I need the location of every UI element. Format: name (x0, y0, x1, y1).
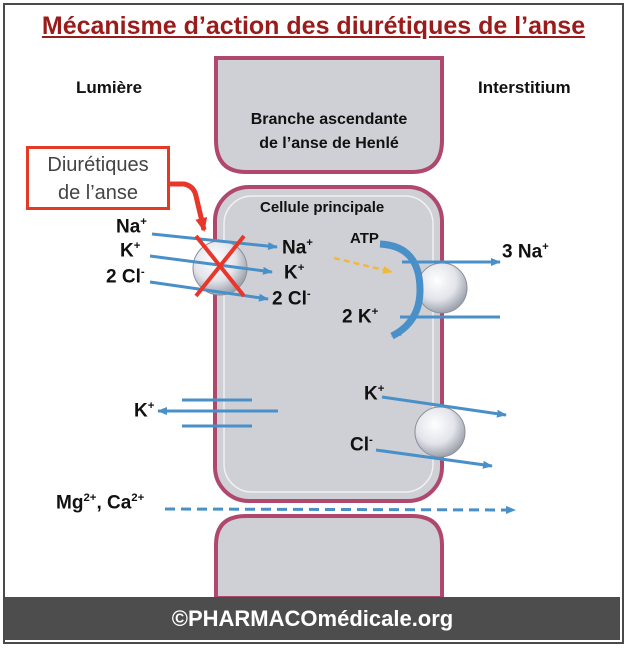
lower-cell (214, 514, 444, 600)
ion-k-basolateral: K+ (364, 383, 385, 405)
ion-cl-basolateral: Cl- (350, 434, 373, 456)
block-cross-line-2 (194, 234, 246, 298)
ion-na-lumen: Na+ (116, 216, 147, 238)
branch-label-line2: de l’anse de Henlé (259, 135, 399, 152)
ion-na-interstitium: 3 Na+ (502, 241, 549, 263)
na-k-atpase-pump (416, 262, 468, 314)
brand-domain: .org (411, 606, 454, 631)
ion-cl-cell: 2 Cl- (272, 288, 311, 310)
ion-k-lumen: K+ (120, 240, 141, 262)
ion-k-cell: K+ (284, 262, 305, 284)
diagram-title: Mécanisme d’action des diurétiques de l’… (41, 12, 586, 40)
brand-name: PHARMACO (187, 606, 318, 631)
branch-label-line1: Branche ascendante (250, 111, 408, 128)
atp-label: ATP (350, 230, 379, 247)
copyright-symbol: © (171, 606, 188, 631)
ion-na-cell: Na+ (282, 237, 313, 259)
arrow-k-basolateral (381, 395, 507, 418)
cell-label: Cellule principale (260, 199, 385, 216)
brand-medicale: médicale (317, 606, 412, 631)
ion-mg-ca: Mg2+, Ca2+ (56, 492, 145, 514)
ion-cl-lumen: 2 Cl- (106, 266, 145, 288)
interstitium-label: Interstitium (478, 78, 571, 97)
upper-cell (214, 56, 444, 174)
callout-pointer-arrow (170, 181, 208, 232)
drug-callout-box: Diurétiques de l’anse (26, 146, 170, 210)
arrow-cl-basolateral (375, 448, 493, 469)
curved-k-arrow (379, 240, 424, 340)
drug-label-line1: Diurétiques (47, 154, 149, 176)
arrow-na-apical (151, 232, 278, 251)
drug-label-line2: de l’anse (57, 182, 139, 204)
arrow-k-apical (149, 254, 273, 275)
footer-banner: ©PHARMACOmédicale.org (5, 597, 620, 640)
kcl-cotransporter (414, 406, 466, 458)
ion-k-channel: K+ (134, 400, 155, 422)
ion-k-pump: 2 K+ (342, 306, 379, 328)
arrow-mg-ca-paracellular (164, 505, 516, 514)
lumen-label: Lumière (76, 78, 143, 97)
arrow-cl-apical (149, 280, 269, 302)
principal-cell (213, 185, 444, 503)
